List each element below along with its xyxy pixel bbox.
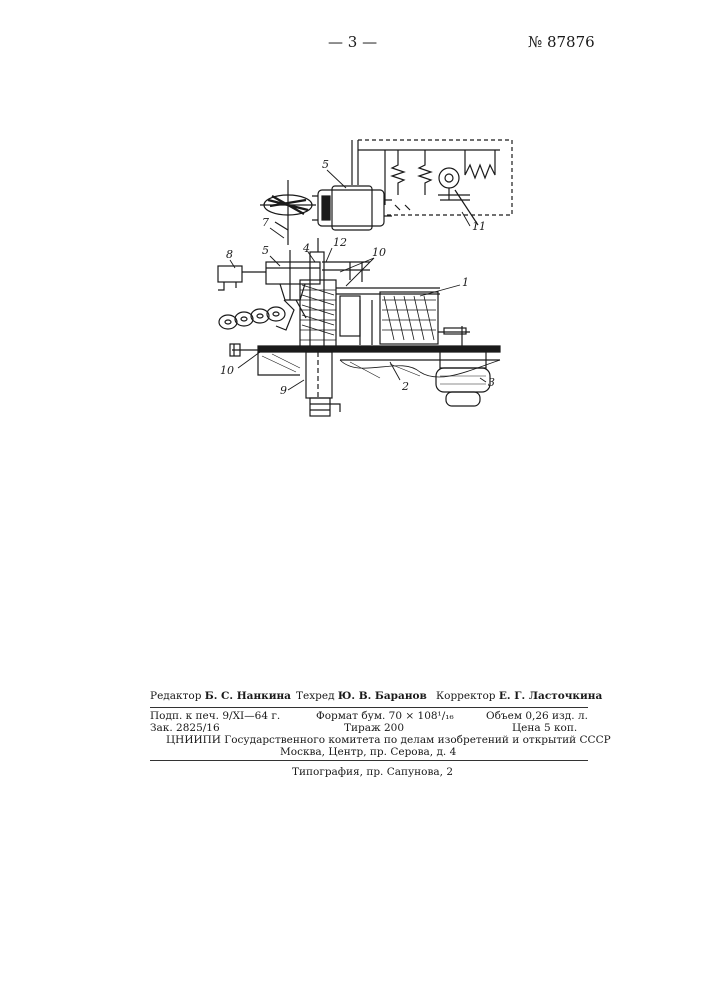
callout-5-top: 5 [322,158,329,171]
order-number: Зак. 2825/16 [150,722,220,734]
callout-5-left: 5 [262,244,269,257]
callout-10-top: 10 [372,246,386,259]
callout-1: 1 [462,276,469,289]
volume: Объем 0,26 изд. л. [486,710,588,722]
printing-house: Типография, пр. Сапунова, 2 [292,766,453,778]
corrector-name: Е. Г. Ласточкина [499,690,602,702]
lever-assembly [218,250,320,300]
callout-9: 9 [280,384,287,397]
base-plate [230,344,500,378]
solenoid [312,186,392,230]
print-run: Тираж 200 [344,722,404,734]
shaft [306,352,340,416]
corrector-line: Корректор Е. Г. Ласточкина [436,690,602,702]
callout-8: 8 [226,248,233,261]
leader-lines [230,170,486,390]
techred-name: Ю. В. Баранов [338,690,427,702]
organization: ЦНИИПИ Государственного комитета по дела… [166,734,611,746]
callout-2: 2 [401,380,409,393]
coupling [260,180,316,245]
roller-chain [219,300,306,330]
callout-4: 4 [302,242,310,255]
corrector-label: Корректор [436,690,496,702]
callout-7: 7 [262,216,269,229]
techred-line: Техред Ю. В. Баранов [296,690,427,702]
divider-top [150,707,588,708]
paper-format: Формат бум. 70 × 108¹/₁₆ [316,710,454,722]
divider-bottom [150,760,588,761]
price: Цена 5 коп. [512,722,577,734]
callout-11: 11 [472,220,486,233]
editor-label: Редактор [150,690,201,702]
callout-3: 3 [488,376,495,389]
electrical-circuit [352,140,512,225]
techred-label: Техред [296,690,335,702]
signed-date: Подп. к печ. 9/XI—64 г. [150,710,280,722]
callout-12: 12 [333,236,347,249]
organization-address: Москва, Центр, пр. Серова, д. 4 [280,746,456,758]
callout-10-bottom: 10 [220,364,234,377]
editor-name: Б. С. Нанкина [205,690,291,702]
